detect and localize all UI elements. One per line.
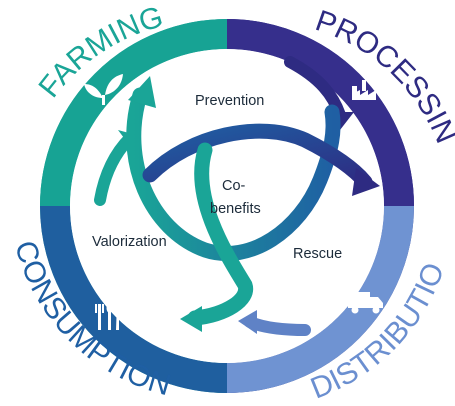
inner-field: [70, 49, 384, 363]
truck-icon: [348, 292, 383, 314]
label-rescue: Rescue: [293, 246, 342, 262]
label-valorization: Valorization: [92, 234, 167, 250]
factory-icon: [352, 80, 376, 100]
cutlery-icon: [95, 303, 121, 330]
label-prevention: Prevention: [195, 93, 264, 109]
valorization-loop: [180, 142, 254, 332]
label-cobenefits-line1: Co-: [222, 178, 246, 194]
outer-ring: [40, 19, 414, 393]
sprout-icon: [84, 74, 123, 105]
rescue-loop: [142, 123, 380, 196]
label-cobenefits-line2: benefits: [210, 201, 261, 217]
